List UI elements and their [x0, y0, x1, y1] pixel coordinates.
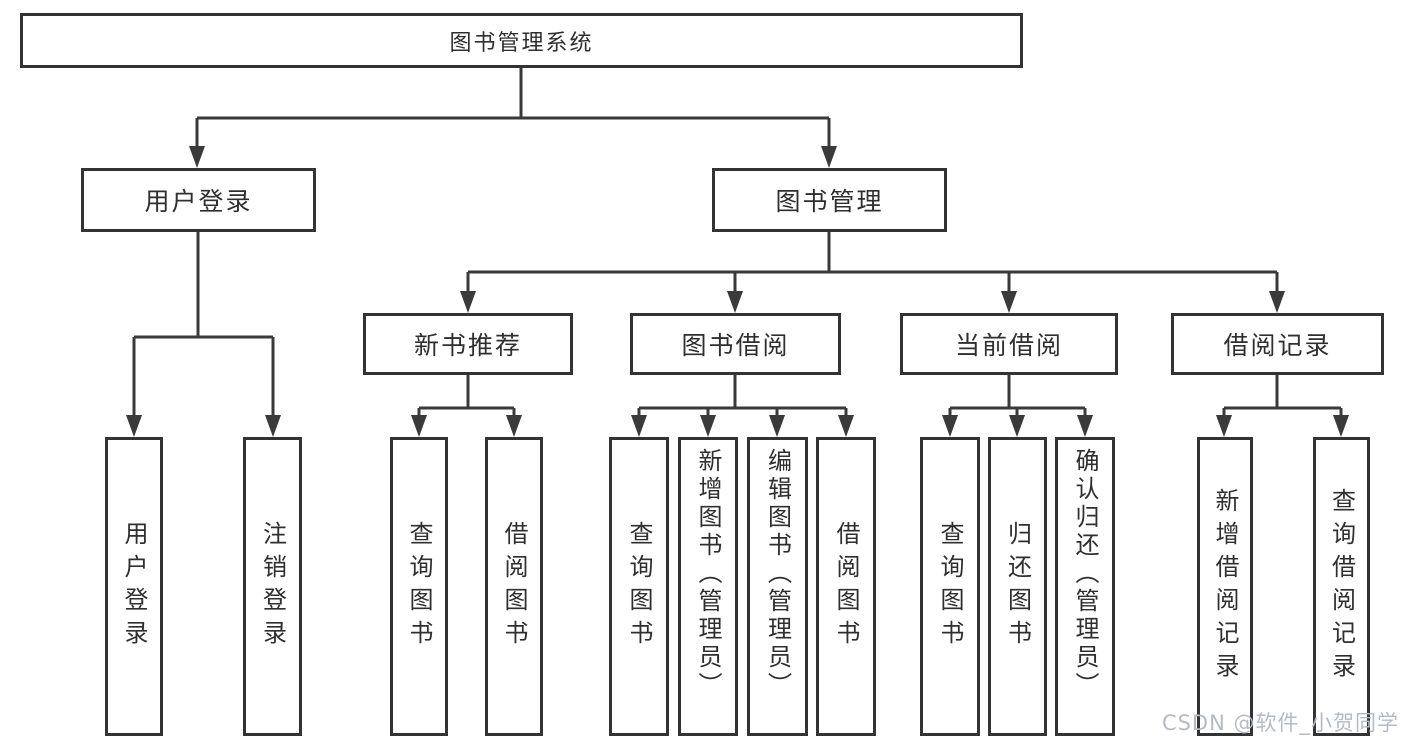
node-user-login: 用户登录 [81, 168, 316, 232]
arrow-icon [411, 415, 427, 437]
leaf-query-books-borrow: 查询图书 [609, 437, 669, 736]
arrow-icon [838, 415, 854, 437]
node-label: 借阅图书 [832, 520, 860, 653]
leaf-borrow-books-recommend: 借阅图书 [485, 437, 543, 736]
node-book-borrow: 图书借阅 [630, 313, 841, 375]
node-new-book-recommend: 新书推荐 [363, 313, 573, 375]
arrow-icon [821, 146, 837, 168]
arrow-icon [126, 415, 142, 437]
arrow-icon [1077, 415, 1093, 437]
node-label: 图书管理系统 [449, 30, 594, 56]
arrow-icon [460, 291, 476, 313]
node-label: 新增借阅记录 [1211, 487, 1239, 686]
watermark: CSDN @软件_小贺同学 [1161, 711, 1399, 735]
leaf-query-books-recommend: 查询图书 [390, 437, 448, 736]
node-label: 图书借阅 [681, 331, 790, 360]
leaf-edit-books-admin: 编辑图书（管理员） [747, 437, 808, 736]
leaf-logout: 注销登录 [243, 437, 302, 736]
node-label: 查询图书 [936, 520, 964, 653]
node-label: 查询借阅记录 [1327, 487, 1356, 686]
node-borrow-records: 借阅记录 [1171, 313, 1384, 375]
arrow-icon [700, 415, 716, 437]
node-label: 用户登录 [144, 187, 253, 216]
node-label: 确认归还（管理员） [1071, 448, 1099, 700]
leaf-user-login: 用户登录 [105, 437, 163, 736]
arrow-icon [1269, 291, 1285, 313]
node-current-borrow: 当前借阅 [900, 313, 1118, 375]
arrow-icon [727, 291, 743, 313]
arrow-icon [506, 415, 522, 437]
arrow-icon [1333, 415, 1349, 437]
arrow-icon [769, 415, 785, 437]
arrow-icon [1001, 291, 1017, 313]
leaf-add-borrow-record: 新增借阅记录 [1197, 437, 1253, 736]
arrow-icon [1216, 415, 1232, 437]
node-label: 用户登录 [120, 520, 148, 653]
node-label: 图书管理 [775, 187, 884, 216]
node-label: 查询图书 [405, 520, 433, 653]
node-label: 借阅图书 [500, 520, 528, 653]
node-label: 编辑图书（管理员） [763, 448, 792, 700]
node-label: 新书推荐 [413, 331, 522, 360]
leaf-query-books-current: 查询图书 [920, 437, 980, 736]
node-library-system: 图书管理系统 [20, 13, 1023, 68]
leaf-query-borrow-record: 查询借阅记录 [1313, 437, 1370, 736]
leaf-confirm-return-admin: 确认归还（管理员） [1055, 437, 1115, 736]
node-book-management: 图书管理 [712, 168, 947, 232]
arrow-icon [1009, 415, 1025, 437]
arrow-icon [265, 415, 281, 437]
leaf-add-books-admin: 新增图书（管理员） [678, 437, 738, 736]
node-label: 归还图书 [1003, 520, 1032, 653]
arrow-icon [631, 415, 647, 437]
leaf-return-books: 归还图书 [988, 437, 1047, 736]
arrow-icon [942, 415, 958, 437]
node-label: 查询图书 [625, 520, 653, 653]
node-label: 借阅记录 [1223, 331, 1332, 360]
node-label: 新增图书（管理员） [694, 448, 722, 700]
node-label: 当前借阅 [954, 331, 1063, 360]
node-label: 注销登录 [258, 520, 287, 653]
arrow-icon [189, 146, 205, 168]
leaf-borrow-books: 借阅图书 [816, 437, 876, 736]
